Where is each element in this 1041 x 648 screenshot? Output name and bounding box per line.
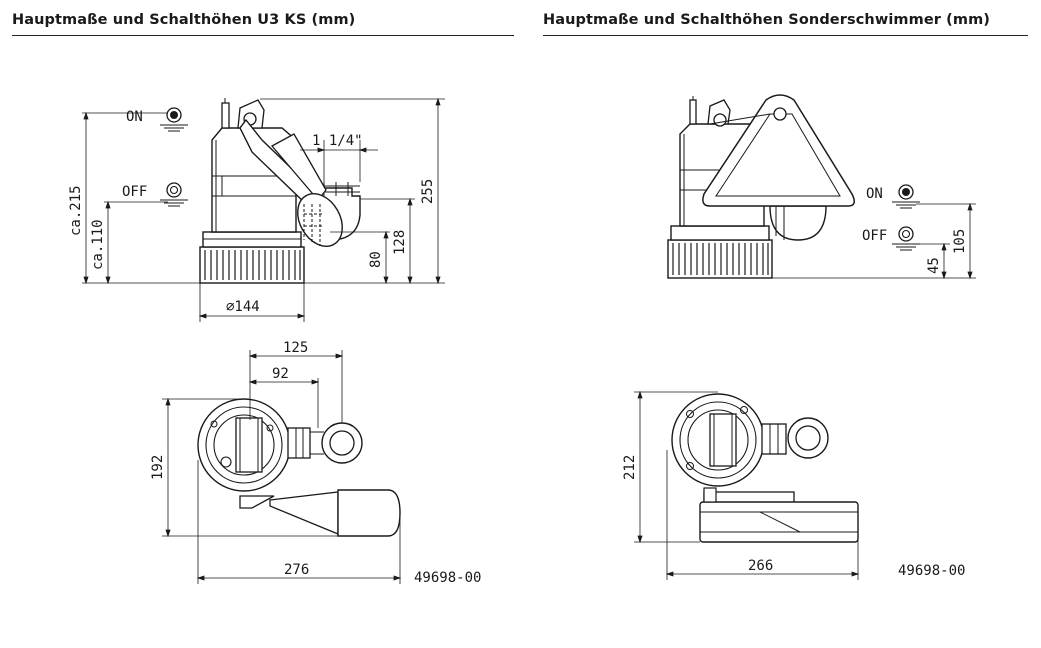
right-dim-105: 105 — [952, 229, 968, 254]
left-on-symbol — [160, 107, 188, 132]
right-on-label: ON — [866, 186, 883, 202]
right-drawing-number: 49698-00 — [898, 563, 965, 579]
left-on-label: ON — [126, 109, 143, 125]
left-drawing-number: 49698-00 — [414, 570, 481, 586]
right-dim-266: 266 — [748, 558, 773, 574]
left-side-dimensions — [82, 97, 445, 322]
left-section-title: Hauptmaße und Schalthöhen U3 KS (mm) — [12, 12, 356, 28]
pump-top-view-left — [197, 398, 401, 537]
pump-side-view-right — [667, 94, 855, 279]
pump-top-view-right — [671, 393, 859, 543]
left-dim-192: 192 — [150, 455, 166, 480]
left-dim-diameter: ∅144 — [226, 299, 260, 315]
left-dim-ca215: ca.215 — [68, 185, 84, 236]
right-on-symbol — [892, 184, 920, 209]
left-dim-80: 80 — [368, 251, 384, 268]
left-top-dimensions — [162, 350, 402, 584]
left-dim-125: 125 — [283, 340, 308, 356]
right-section-title: Hauptmaße und Schalthöhen Sonderschwimme… — [543, 12, 991, 28]
left-dim-ca110: ca.110 — [90, 219, 106, 270]
left-dim-92: 92 — [272, 366, 289, 382]
left-off-label: OFF — [122, 184, 147, 200]
left-dim-255: 255 — [420, 179, 436, 204]
right-top-dimensions — [634, 390, 860, 580]
right-side-dimensions — [772, 202, 976, 280]
right-title-rule — [543, 35, 1028, 36]
left-dim-128: 128 — [392, 230, 408, 255]
left-dim-thread: 1 1/4" — [312, 133, 363, 149]
left-dim-276: 276 — [284, 562, 309, 578]
pump-side-view-left — [199, 98, 361, 284]
right-dim-45: 45 — [926, 257, 942, 274]
right-off-label: OFF — [862, 228, 887, 244]
left-off-symbol — [160, 182, 188, 207]
left-title-rule — [12, 35, 514, 36]
right-off-symbol — [892, 226, 920, 251]
right-dim-212: 212 — [622, 455, 638, 480]
